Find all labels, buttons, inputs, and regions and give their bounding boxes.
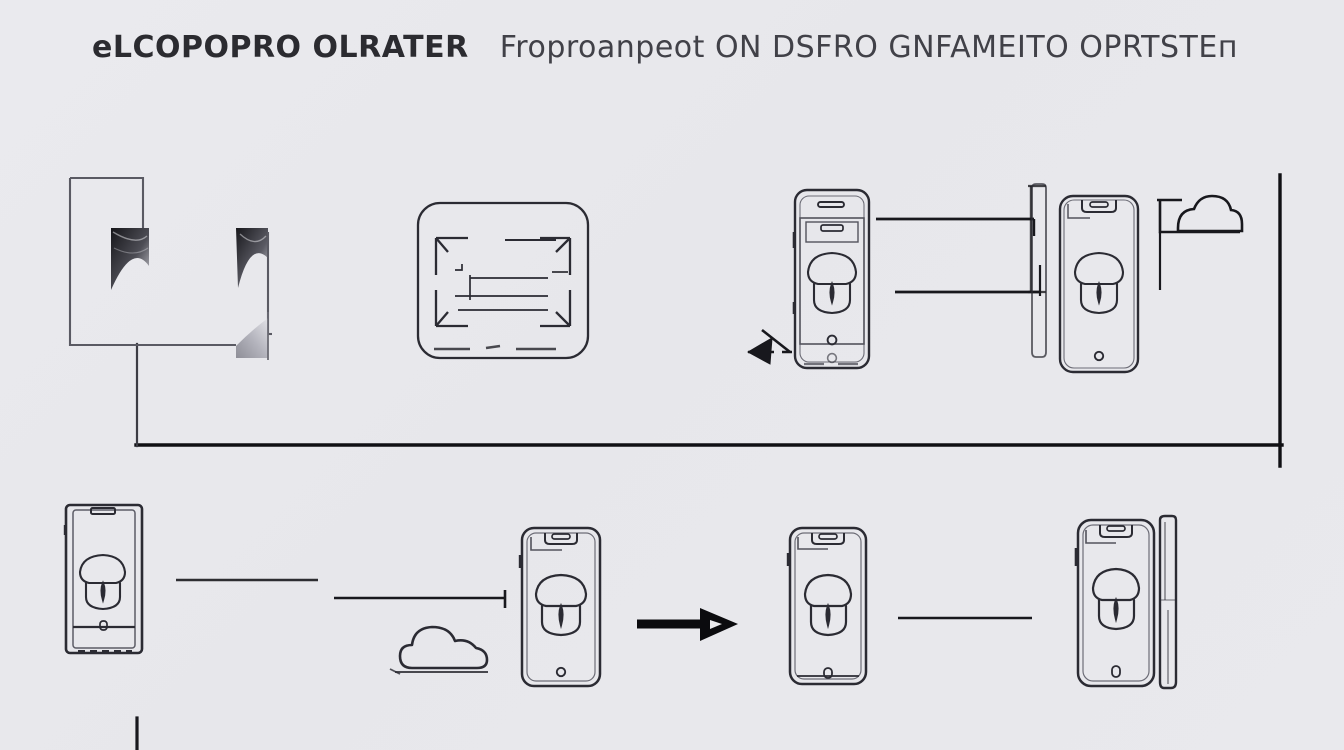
page-title-part-2: Froproanpeot ON DSFRO GNFAMEITO OPRTSTEп xyxy=(499,30,1238,65)
cloud-icon xyxy=(389,625,489,675)
phone-device-front-notch xyxy=(518,526,602,688)
arrow-right-bold xyxy=(637,608,738,641)
page-title: eLCOPOPRO OLRATER Froproanpeot ON DSFRO … xyxy=(92,30,1292,65)
dark-corner-wedge-secondary xyxy=(236,228,272,336)
phone-device-front-simple xyxy=(63,503,144,655)
app-glyph-mushroom xyxy=(1073,251,1125,315)
dark-corner-wedge xyxy=(111,228,149,290)
connector-group-top xyxy=(876,184,1046,296)
phone-device-side-rail xyxy=(1031,183,1047,358)
app-glyph-mushroom xyxy=(534,573,588,637)
document-frame-outline xyxy=(68,176,236,347)
phone-device-front-notch xyxy=(1074,518,1156,688)
app-glyph-mushroom xyxy=(1091,567,1141,631)
arrow-left xyxy=(746,328,792,365)
app-glyph-mushroom xyxy=(803,573,853,637)
cloud-icon xyxy=(1157,194,1244,290)
phone-device-front-notch xyxy=(786,526,868,686)
light-corner-wedge xyxy=(236,312,269,360)
phone-device-side-profile xyxy=(1158,514,1178,690)
phone-device-front-notch xyxy=(1058,194,1140,374)
app-glyph-mushroom xyxy=(806,251,858,315)
app-glyph-mushroom xyxy=(78,553,127,611)
connector-group-bottom xyxy=(176,578,1032,620)
page-title-part-1: eLCOPOPRO OLRATER xyxy=(92,30,469,65)
phone-device-front xyxy=(792,188,871,370)
divider-group xyxy=(134,173,1284,750)
tablet-device-outline xyxy=(416,201,590,360)
